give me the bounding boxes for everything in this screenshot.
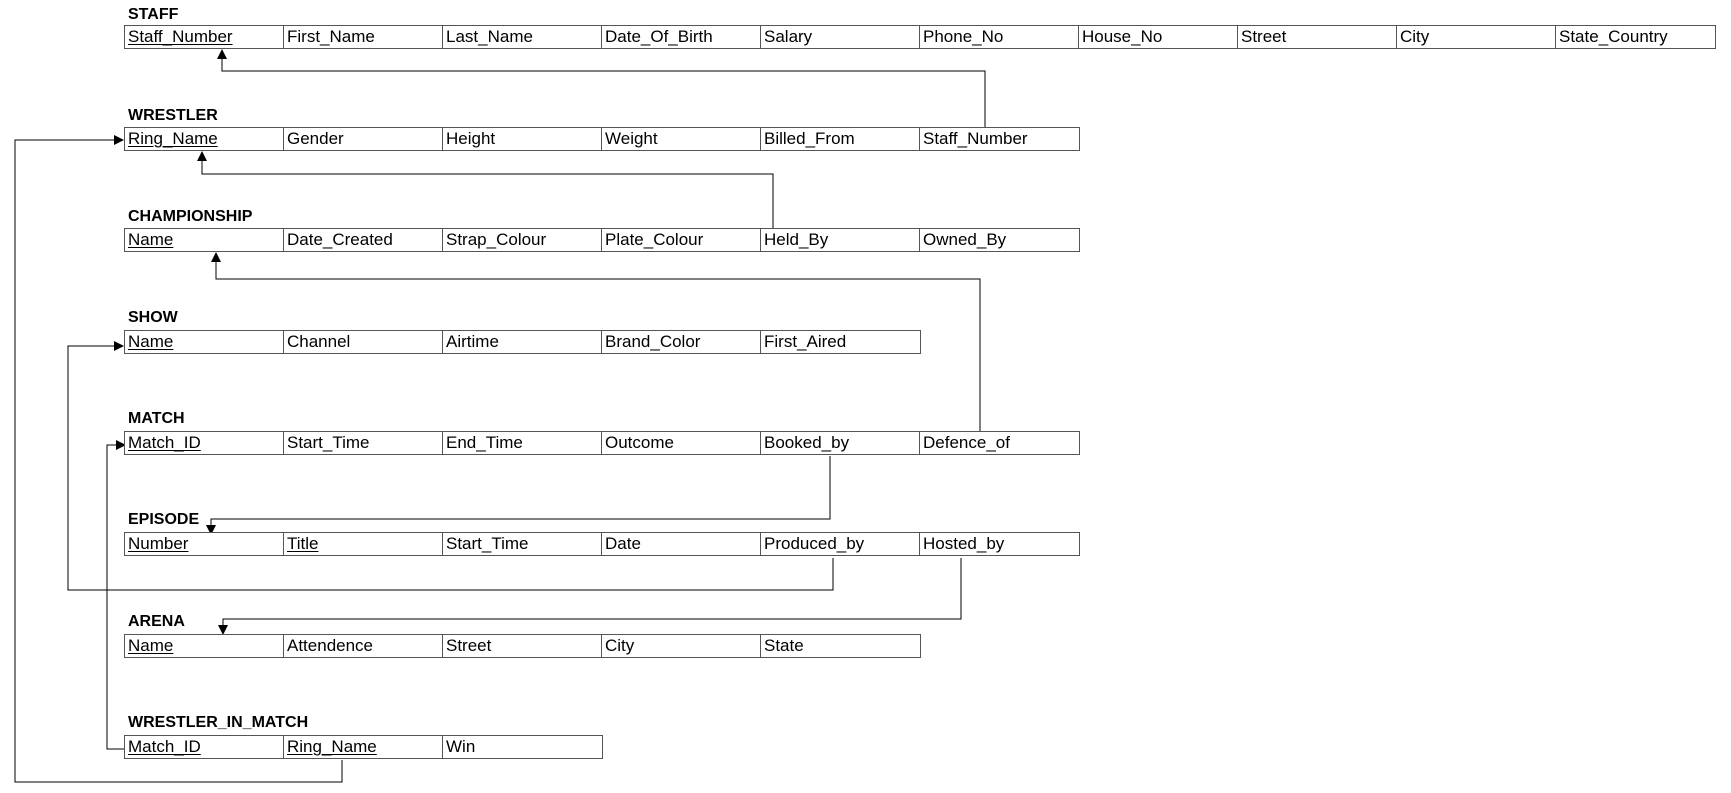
column-match-booked-by: Booked_by <box>761 432 920 454</box>
column-wrestler-ring-name: Ring_Name <box>125 128 284 150</box>
column-staff-first-name: First_Name <box>284 26 443 48</box>
column-championship-held-by: Held_By <box>761 229 920 251</box>
column-show-airtime: Airtime <box>443 331 602 353</box>
column-staff-last-name: Last_Name <box>443 26 602 48</box>
fk-match-episode <box>206 456 831 535</box>
column-wrestler-in-match-win: Win <box>446 737 476 756</box>
column-arena-state: State <box>764 636 804 655</box>
column-show-channel: Channel <box>284 331 443 353</box>
fk-episode-arena <box>218 558 962 635</box>
column-episode-title: Title <box>284 533 443 555</box>
fk-championship-wrestler <box>197 151 774 228</box>
column-staff-street: Street <box>1238 26 1397 48</box>
table-title-championship: CHAMPIONSHIP <box>128 208 253 225</box>
column-staff-salary: Salary <box>761 26 920 48</box>
column-show-first-aired: First_Aired <box>764 332 847 351</box>
column-episode-produced-by: Produced_by <box>761 533 920 555</box>
table-title-wrestler-in-match: WRESTLER_IN_MATCH <box>128 714 309 731</box>
column-arena-street: Street <box>443 635 602 657</box>
column-episode-hosted-by: Hosted_by <box>923 534 1005 553</box>
column-episode-date: Date <box>602 533 761 555</box>
column-championship-owned-by: Owned_By <box>923 230 1007 249</box>
column-wrestler-in-match-ring-name: Ring_Name <box>284 736 443 758</box>
column-staff-city: City <box>1397 26 1556 48</box>
column-staff-date-of-birth: Date_Of_Birth <box>602 26 761 48</box>
table-title-staff: STAFF <box>128 6 179 23</box>
fk-wim-match <box>106 440 126 750</box>
table-title-wrestler: WRESTLER <box>128 107 218 124</box>
column-championship-plate-colour: Plate_Colour <box>602 229 761 251</box>
column-match-match-id: Match_ID <box>125 432 284 454</box>
column-arena-name: Name <box>125 635 284 657</box>
column-championship-date-created: Date_Created <box>284 229 443 251</box>
column-staff-state-country: State_Country <box>1559 27 1668 46</box>
column-show-brand-color: Brand_Color <box>602 331 761 353</box>
table-title-show: SHOW <box>128 309 178 326</box>
column-championship-strap-colour: Strap_Colour <box>443 229 602 251</box>
column-wrestler-gender: Gender <box>284 128 443 150</box>
column-match-defence-of: Defence_of <box>923 433 1010 452</box>
column-show-name: Name <box>125 331 284 353</box>
column-wrestler-in-match-match-id: Match_ID <box>125 736 284 758</box>
table-title-match: MATCH <box>128 410 185 427</box>
column-staff-staff-number: Staff_Number <box>125 26 284 48</box>
column-match-end-time: End_Time <box>443 432 602 454</box>
column-match-start-time: Start_Time <box>284 432 443 454</box>
column-match-outcome: Outcome <box>602 432 761 454</box>
column-wrestler-height: Height <box>443 128 602 150</box>
column-arena-city: City <box>602 635 761 657</box>
fk-wrestler-staff <box>217 49 986 127</box>
column-wrestler-weight: Weight <box>602 128 761 150</box>
column-episode-number: Number <box>125 533 284 555</box>
column-episode-start-time: Start_Time <box>443 533 602 555</box>
column-arena-attendence: Attendence <box>284 635 443 657</box>
column-wrestler-staff-number: Staff_Number <box>923 129 1028 148</box>
column-staff-house-no: House_No <box>1079 26 1238 48</box>
table-title-arena: ARENA <box>128 613 185 630</box>
column-championship-name: Name <box>125 229 284 251</box>
column-wrestler-billed-from: Billed_From <box>761 128 920 150</box>
table-title-episode: EPISODE <box>128 511 200 528</box>
column-staff-phone-no: Phone_No <box>920 26 1079 48</box>
